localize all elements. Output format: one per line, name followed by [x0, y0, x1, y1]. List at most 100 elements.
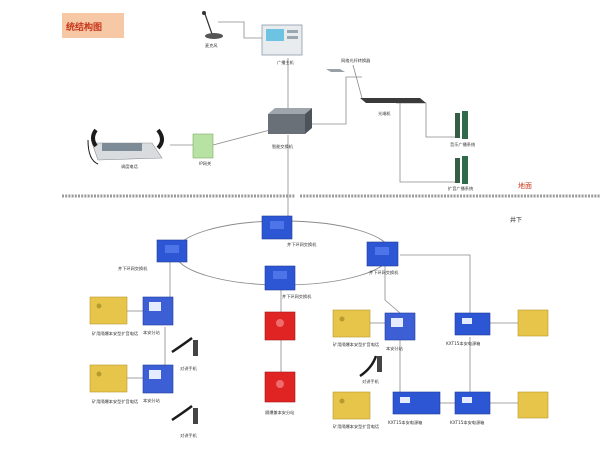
title-banner: 统结构图 [62, 13, 124, 38]
yellow-unit-right-top: 矿用隔爆本安型扩音电话 [332, 309, 379, 348]
red-unit-lamp [276, 319, 284, 327]
label-handset: 对讲手机 [180, 365, 198, 372]
ring-switch-panel [165, 245, 179, 253]
label-red-unit: 隔爆兼本安分站 [265, 409, 294, 416]
speaker-column [455, 158, 460, 183]
ring-switch-panel [375, 247, 389, 255]
ip-gateway-device: IP网关 [192, 133, 214, 167]
opt-speakera-line [396, 102, 455, 138]
label-explosion-speaker: 矿用隔爆本安型扩音电话 [92, 330, 138, 337]
microphone-device: 麦克风 [202, 11, 223, 49]
ground-divider: 地面 井下 [62, 181, 600, 224]
opt-speakerb-line [399, 103, 460, 183]
yellow-unit-lamp [96, 303, 102, 309]
right-power-line [400, 254, 471, 313]
mic-host-line [218, 21, 262, 39]
yellow-unit-edge-bottom [517, 391, 549, 419]
yellow-unit-left-top: 矿用隔爆本安型扩音电话 [89, 296, 138, 337]
label-ground-above: 地面 [518, 181, 532, 190]
microphone-base [205, 33, 223, 39]
diagram-title: 统结构图 [66, 21, 102, 33]
label-fiber-converter: 网络光纤转换器 [341, 57, 371, 64]
label-handset: 对讲手机 [362, 378, 380, 385]
optical-receiver-device: 光端机 [360, 98, 426, 117]
smart-switch-side [305, 108, 312, 134]
red-unit-body [264, 371, 296, 403]
speaker-column [462, 156, 468, 184]
yellow-unit-right-bottom: 矿用隔爆本安型扩音电话 [332, 391, 379, 430]
substation-display [149, 370, 161, 379]
label-power-box: KXT15本安电源箱 [446, 340, 480, 347]
label-speaker-a: 音乐广播系统 [450, 141, 475, 148]
yellow-unit-edge-top [517, 309, 549, 337]
gateway-switch-line [212, 129, 271, 146]
broadcast-host-screen [266, 29, 284, 41]
switch-fiber-line [305, 76, 362, 125]
yellow-unit-body [89, 364, 128, 393]
ring-right-sub-line [384, 266, 401, 314]
red-unit-top [264, 311, 296, 341]
power-box-top: KXT15本安电源箱 [446, 312, 491, 347]
substation-left-top: 本安分站 [142, 296, 174, 336]
handset-body [377, 356, 382, 372]
yellow-unit-left-bottom: 矿用隔爆本安型扩音电话 [89, 364, 138, 405]
label-speaker-b: 扩音广播系统 [448, 185, 473, 192]
smart-switch-device: 智能交换机 [268, 108, 312, 150]
power-box-display [462, 397, 472, 403]
yellow-unit-body [332, 309, 371, 338]
microphone-head [202, 11, 206, 15]
ip-gateway-body [192, 133, 214, 159]
handset-cord [171, 404, 193, 422]
yellow-unit-body [517, 391, 549, 419]
power-box-display [400, 397, 410, 403]
dispatch-handset-right [156, 128, 164, 150]
label-handset: 对讲手机 [180, 432, 198, 439]
broadcast-host-button [287, 36, 298, 39]
substation-left-bottom: 本安分站 [142, 364, 174, 404]
title-background [62, 13, 124, 38]
ring-switch-panel [270, 221, 284, 229]
power-box-bottom: KXT15本安电源箱 [450, 391, 491, 426]
label-ring-switch-top: 井下环网交换机 [287, 241, 317, 248]
yellow-unit-body [332, 391, 371, 420]
dispatch-handset-left [91, 128, 98, 148]
handset-right: 对讲手机 [359, 355, 382, 385]
handset-left-top: 对讲手机 [171, 336, 198, 372]
handset-cord [359, 355, 378, 378]
substation-right: 本安分站 [384, 312, 416, 352]
dispatch-cord [87, 139, 99, 165]
ring-switch-center: 井下环网交换机 [264, 265, 312, 300]
ring-switch-panel [273, 271, 287, 279]
handset-cord [171, 336, 193, 354]
dispatch-phone-device: 调度电话 [87, 128, 164, 170]
label-substation: 本安分站 [143, 329, 160, 336]
dispatch-keypad [102, 143, 142, 151]
fiber-converter-a [326, 69, 345, 72]
label-dispatch-phone: 调度电话 [121, 163, 138, 170]
power-box-middle: KXT15本安电源箱 [388, 391, 441, 426]
handset-body [193, 340, 198, 356]
label-ground-below: 井下 [510, 216, 522, 224]
fiber-converter-device: 网络光纤转换器 [326, 57, 371, 72]
ring-left-sub-line [165, 262, 171, 301]
power-box-body [454, 312, 491, 336]
handset-body [193, 408, 198, 424]
label-power-box: KXT15本安电源箱 [450, 419, 484, 426]
speaker-column [455, 113, 460, 138]
ring-switch-right: 井下环网交换机 [366, 241, 399, 276]
yellow-unit-body [517, 309, 549, 337]
label-microphone: 麦克风 [205, 42, 218, 49]
label-broadcast-host: 广播主机 [277, 59, 295, 66]
ring-switch-left: 井下环网交换机 [118, 239, 188, 272]
speaker-group-b: 扩音广播系统 [448, 156, 473, 192]
yellow-unit-lamp [339, 316, 345, 322]
speaker-group-a: 音乐广播系统 [450, 111, 475, 148]
broadcast-host-button [287, 30, 298, 33]
microphone-stem [204, 13, 213, 35]
label-ring-switch-left: 井下环网交换机 [118, 265, 148, 272]
smart-switch-body [268, 114, 305, 134]
label-ip-gateway: IP网关 [199, 160, 211, 167]
red-unit-lamp [276, 380, 284, 388]
label-substation: 本安分站 [143, 397, 160, 404]
label-substation: 本安分站 [386, 345, 403, 352]
